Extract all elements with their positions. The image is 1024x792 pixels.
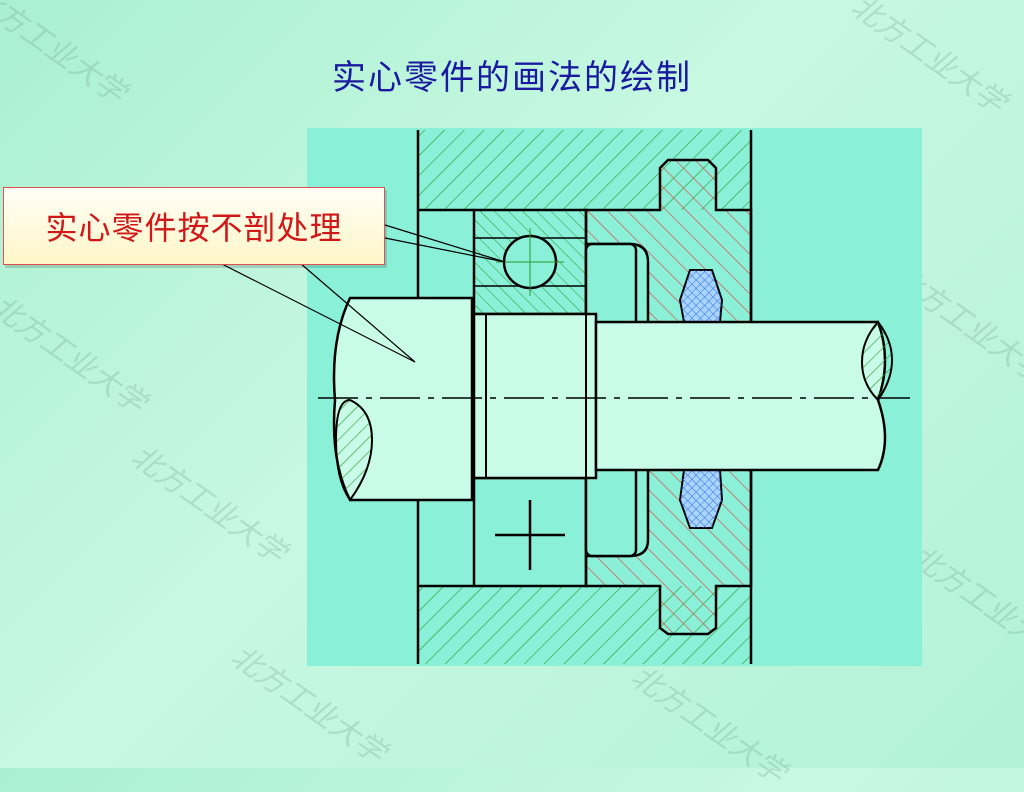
seal-bottom bbox=[678, 469, 724, 529]
callout-box: 实心零件按不剖处理 bbox=[3, 187, 385, 265]
bearing-outer-ring bbox=[472, 208, 588, 316]
seal-top bbox=[678, 269, 724, 323]
bearing-lower bbox=[472, 476, 588, 588]
right-shaft bbox=[594, 320, 894, 472]
shaft-body bbox=[472, 312, 598, 480]
slide-title: 实心零件的画法的绘制 bbox=[332, 58, 692, 98]
callout-leader bbox=[219, 224, 506, 363]
left-shaft bbox=[332, 296, 474, 502]
engineering-drawing bbox=[219, 128, 922, 666]
